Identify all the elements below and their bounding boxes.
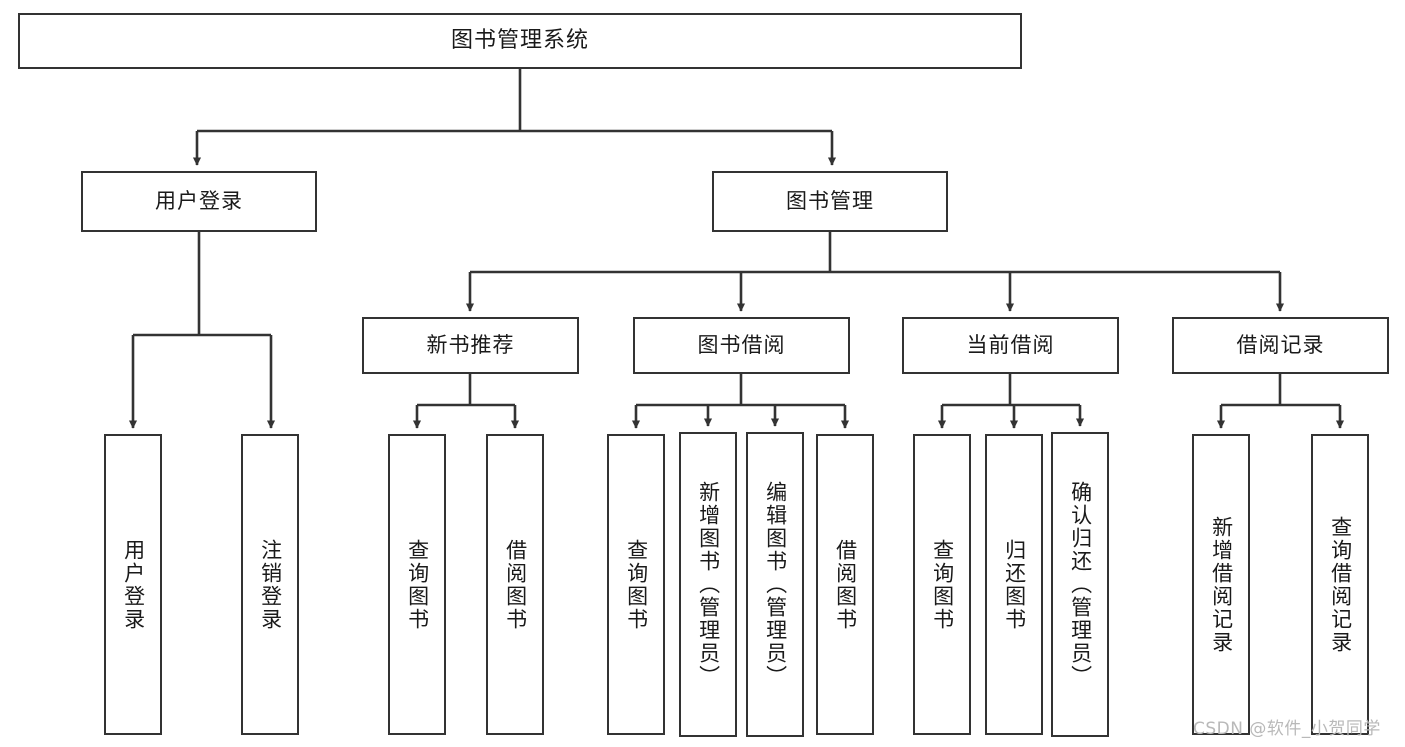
node-leaf-add-book-admin[interactable]: 新增图书（管理员） [679,432,737,737]
node-book-management[interactable]: 图书管理 [712,171,948,232]
node-book-management-system[interactable]: 图书管理系统 [18,13,1022,69]
node-label: 图书借阅 [697,333,786,358]
node-leaf-return-book[interactable]: 归还图书 [985,434,1043,735]
node-leaf-query-borrow-record[interactable]: 查询借阅记录 [1311,434,1369,735]
node-label: 用户登录 [121,538,146,631]
node-leaf-query-book-current[interactable]: 查询图书 [913,434,971,735]
node-label: 归还图书 [1002,538,1027,631]
node-label: 查询图书 [930,538,955,631]
node-label: 查询借阅记录 [1328,515,1353,654]
node-leaf-borrow-book[interactable]: 借阅图书 [816,434,874,735]
node-label: 图书管理系统 [450,28,589,54]
node-label: 新增图书（管理员） [696,481,721,688]
node-current-borrowing[interactable]: 当前借阅 [902,317,1119,374]
node-leaf-borrow-book-new[interactable]: 借阅图书 [486,434,544,735]
node-borrowing-records[interactable]: 借阅记录 [1172,317,1389,374]
node-new-book-recommendation[interactable]: 新书推荐 [362,317,579,374]
node-label: 用户登录 [155,189,243,214]
node-label: 借阅记录 [1236,333,1325,358]
node-label: 确认归还（管理员） [1068,481,1093,688]
node-label: 注销登录 [258,538,283,631]
node-leaf-add-borrow-record[interactable]: 新增借阅记录 [1192,434,1250,735]
node-label: 借阅图书 [833,538,858,631]
node-label: 编辑图书（管理员） [763,481,788,688]
node-book-borrowing[interactable]: 图书借阅 [633,317,850,374]
node-label: 查询图书 [624,538,649,631]
node-label: 查询图书 [405,538,430,631]
node-leaf-confirm-return-admin[interactable]: 确认归还（管理员） [1051,432,1109,737]
node-label: 新增借阅记录 [1209,515,1234,654]
node-label: 新书推荐 [426,333,515,358]
csdn-watermark: CSDN @软件_小贺同学 [1193,719,1381,739]
node-leaf-edit-book-admin[interactable]: 编辑图书（管理员） [746,432,804,737]
node-leaf-query-book-new[interactable]: 查询图书 [388,434,446,735]
node-leaf-query-book[interactable]: 查询图书 [607,434,665,735]
node-label: 图书管理 [786,189,874,214]
node-user-login[interactable]: 用户登录 [81,171,317,232]
node-label: 当前借阅 [966,333,1055,358]
node-label: 借阅图书 [503,538,528,631]
node-leaf-user-login[interactable]: 用户登录 [104,434,162,735]
node-leaf-logout[interactable]: 注销登录 [241,434,299,735]
